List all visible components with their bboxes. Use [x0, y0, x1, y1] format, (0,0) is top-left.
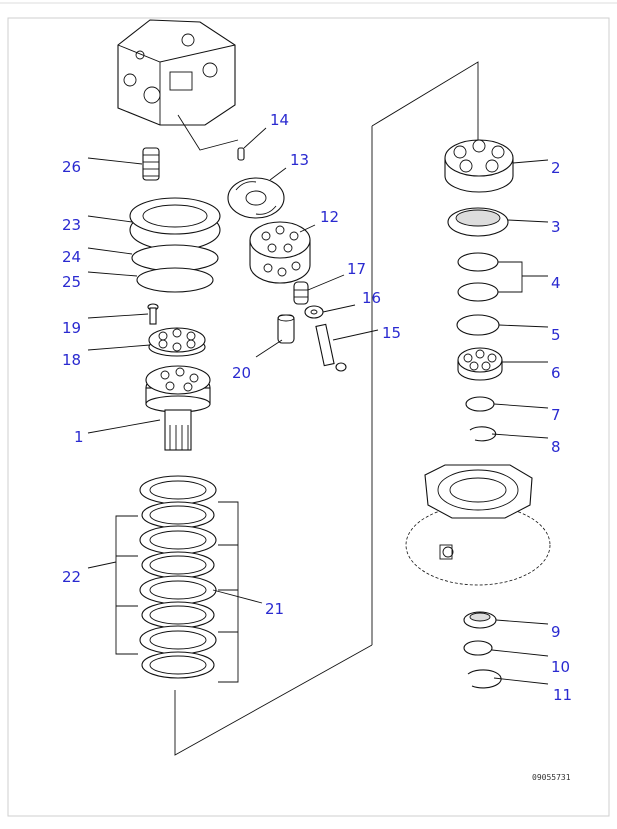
part-10-seal-ring [463, 640, 493, 656]
label-15: 15 [382, 324, 401, 342]
label-2: 2 [551, 159, 561, 177]
motor-case [405, 464, 551, 586]
part-20-pin [277, 314, 295, 344]
label-23: 23 [62, 216, 81, 234]
part-3-oil-seal [447, 207, 509, 237]
part-12-cylinder-block [249, 221, 311, 284]
part-2-roller-bearing [444, 139, 514, 193]
label-18: 18 [62, 351, 81, 369]
label-12: 12 [320, 208, 339, 226]
label-4: 4 [551, 274, 561, 292]
part-23-brake-piston [129, 197, 221, 251]
brake-disc-pack [115, 475, 239, 683]
label-26: 26 [62, 158, 81, 176]
label-22: 22 [62, 568, 81, 586]
part-8-snap-ring [469, 426, 497, 442]
part-14-pin [237, 147, 245, 161]
label-14: 14 [270, 111, 289, 129]
part-1-output-shaft [145, 365, 211, 451]
motor-housing [117, 19, 239, 151]
label-1: 1 [74, 428, 84, 446]
part-11-retaining-ring [467, 669, 502, 689]
assembly-line-top [371, 61, 479, 140]
part-19-bolt [147, 303, 159, 325]
part-4-shim-lower [457, 282, 499, 302]
label-13: 13 [290, 151, 309, 169]
label-3: 3 [551, 218, 561, 236]
label-17: 17 [347, 260, 366, 278]
part-16-washer [304, 305, 324, 319]
part-6-ball-bearing [457, 347, 503, 381]
part-25-o-ring [136, 267, 214, 293]
part-17-spring [293, 281, 309, 305]
page-border [7, 17, 610, 817]
label-8: 8 [551, 438, 561, 456]
part-5-ring [456, 314, 500, 336]
label-16: 16 [362, 289, 381, 307]
label-21: 21 [265, 600, 284, 618]
label-9: 9 [551, 623, 561, 641]
part-18-retainer-plate [148, 327, 206, 357]
label-25: 25 [62, 273, 81, 291]
part-4-shim-upper [457, 252, 499, 272]
part-24-o-ring [131, 244, 219, 272]
assembly-line-bottom [174, 644, 373, 756]
part-7-ring [465, 396, 495, 412]
label-5: 5 [551, 326, 561, 344]
label-6: 6 [551, 364, 561, 382]
label-19: 19 [62, 319, 81, 337]
label-11: 11 [553, 686, 572, 704]
part-15-piston-rod [315, 323, 347, 372]
label-10: 10 [551, 658, 570, 676]
label-7: 7 [551, 406, 561, 424]
leader-lines [87, 127, 549, 685]
label-24: 24 [62, 248, 81, 266]
part-9-bearing-cup [463, 611, 497, 629]
part-26-spring [142, 147, 160, 181]
part-13-valve-plate [227, 177, 285, 219]
drawing-code: 09055731 [532, 773, 571, 782]
label-20: 20 [232, 364, 251, 382]
